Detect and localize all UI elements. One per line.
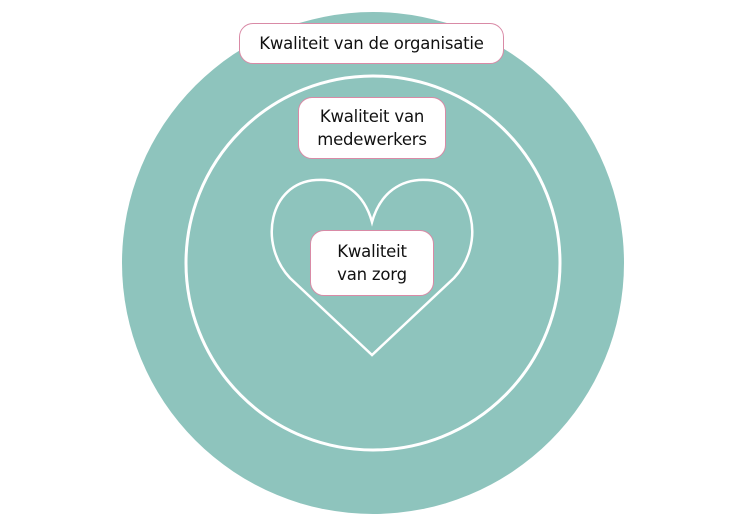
label-quality-employees: Kwaliteit van medewerkers (298, 97, 446, 159)
label-quality-organisation: Kwaliteit van de organisatie (239, 23, 504, 64)
heart-outline-care (270, 178, 474, 357)
inner-ring-employees (184, 74, 562, 452)
label-quality-care: Kwaliteit van zorg (310, 230, 434, 296)
